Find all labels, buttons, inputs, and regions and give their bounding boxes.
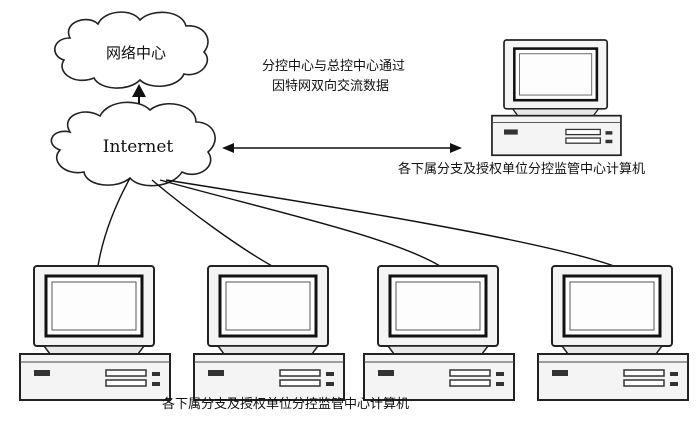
link-line-2	[151, 179, 273, 267]
internet-cloud: Internet	[50, 101, 216, 187]
bottom-caption: 各下属分支及授权单位分控监管中心计算机	[162, 397, 410, 412]
link-line-4	[165, 179, 615, 267]
exchange-note-line1: 分控中心与总控中心通过	[262, 59, 406, 74]
computer-icon	[192, 264, 346, 402]
exchange-note-line2: 因特网双向交流数据	[272, 79, 390, 94]
bidirectional-arrow	[222, 143, 462, 153]
computer-icon	[490, 38, 623, 157]
link-line-3	[159, 179, 441, 267]
cloud-icon	[54, 11, 209, 89]
computer-icon	[536, 264, 690, 402]
computer-icon	[18, 264, 172, 402]
computer-icon	[362, 264, 516, 402]
network-center-cloud: 网络中心	[54, 11, 209, 89]
internet-label: Internet	[103, 137, 174, 157]
cloud-icon	[50, 101, 216, 187]
network-center-label: 网络中心	[106, 44, 166, 62]
connection-lines	[97, 177, 615, 267]
link-line-1	[97, 177, 131, 267]
right-computer-caption: 各下属分支及授权单位分控监管中心计算机	[398, 162, 646, 177]
